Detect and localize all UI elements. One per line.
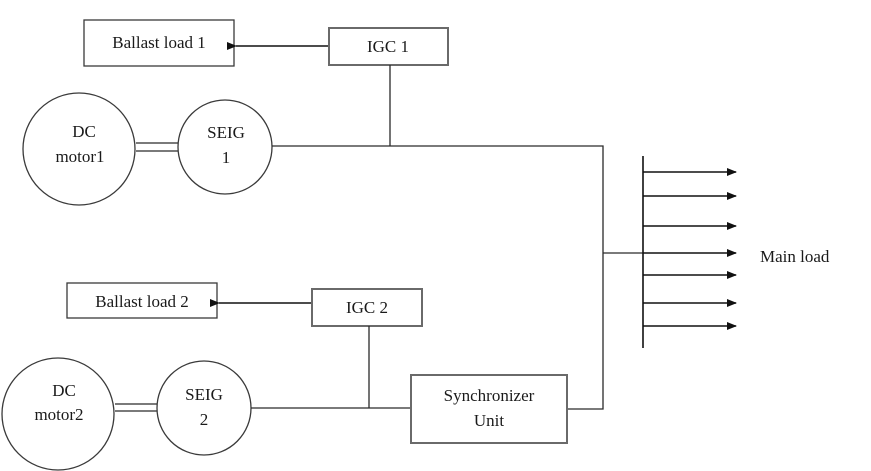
ballast-load-1: Ballast load 1 xyxy=(83,19,235,67)
dc-motor-2-label-line1: DC xyxy=(52,381,76,400)
main-load-label: Main load xyxy=(760,247,830,266)
shaft-coupling-1 xyxy=(136,142,179,152)
seig-1: SEIG 1 xyxy=(177,99,273,195)
synchronizer-unit: Synchronizer Unit xyxy=(410,374,568,444)
dc-motor-1-label-line1: DC xyxy=(72,122,96,141)
synchronizer-label-line1: Synchronizer xyxy=(444,386,535,405)
main-load-feeders xyxy=(643,168,737,330)
ballast-load-2: Ballast load 2 xyxy=(66,282,218,319)
seig-2: SEIG 2 xyxy=(156,360,252,456)
dc-motor-1-label-line2: motor1 xyxy=(55,147,104,166)
igc-2-label: IGC 2 xyxy=(346,298,388,317)
dc-motor-1: DC motor1 xyxy=(22,92,136,206)
generator1-bus-line xyxy=(272,145,604,410)
seig-1-label-line2: 1 xyxy=(222,148,231,167)
dc-motor-2-label-line2: motor2 xyxy=(34,405,83,424)
seig-2-label-line1: SEIG xyxy=(185,385,223,404)
synchronizer-label-line2: Unit xyxy=(474,411,505,430)
igc-1-label: IGC 1 xyxy=(367,37,409,56)
shaft-coupling-2 xyxy=(115,403,158,412)
seig-2-label-line2: 2 xyxy=(200,410,209,429)
ballast-load-1-label: Ballast load 1 xyxy=(112,33,205,52)
dc-motor-2: DC motor2 xyxy=(1,357,115,471)
igc-1: IGC 1 xyxy=(328,27,449,66)
igc-2: IGC 2 xyxy=(311,288,423,327)
seig-1-label-line1: SEIG xyxy=(207,123,245,142)
ballast-load-2-label: Ballast load 2 xyxy=(95,292,188,311)
